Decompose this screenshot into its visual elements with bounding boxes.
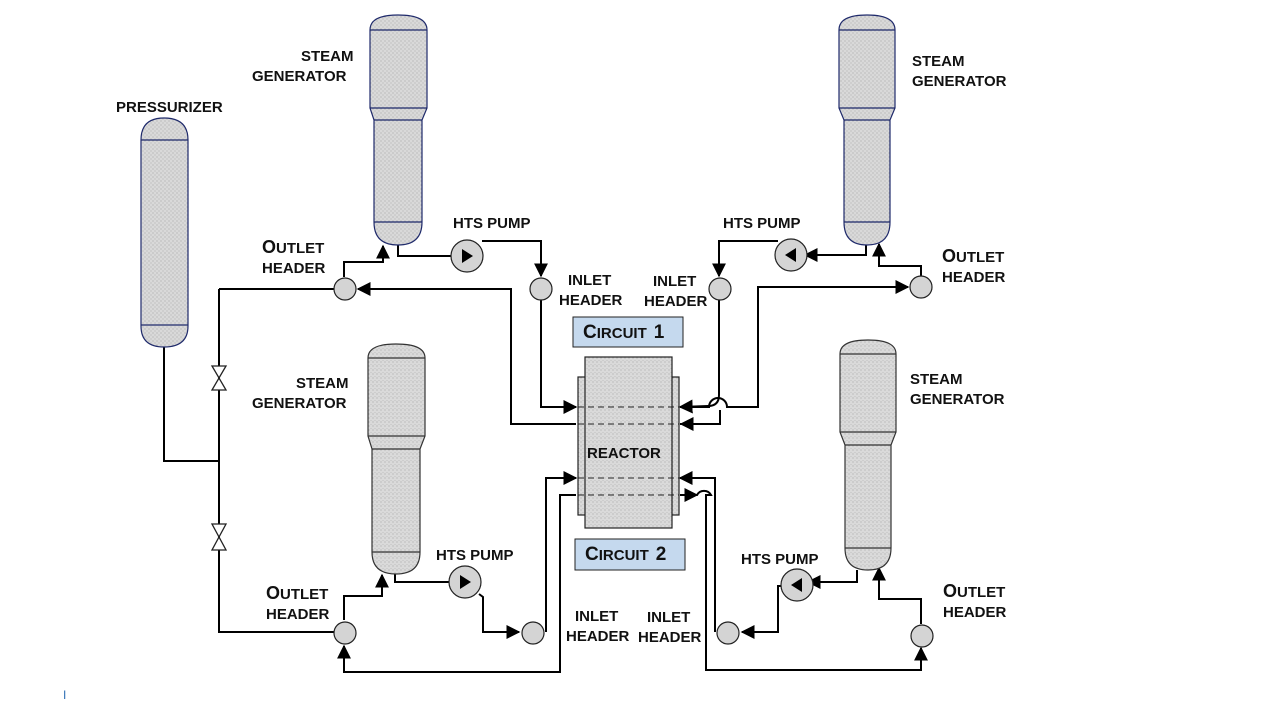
outlet-label-bottom-right: OUTLET <box>943 581 1005 601</box>
inlet-label-top-right: INLET <box>653 273 696 290</box>
inlet-header-top-left <box>529 277 553 301</box>
outlet-label-top-left: OUTLET <box>262 237 324 257</box>
circuit-1-box <box>572 316 684 348</box>
sg-bottom-left-label-2: GENERATOR <box>252 395 347 412</box>
sg-top-left-label-2: GENERATOR <box>252 68 347 85</box>
inlet-label-bottom-right: INLET <box>647 609 690 626</box>
sg-bottom-left-label-1: STEAM <box>296 375 349 392</box>
isolation-valve-lower <box>210 523 228 551</box>
outlet-label-bottom-left: OUTLET <box>266 583 328 603</box>
isolation-valve-upper <box>210 365 228 391</box>
outlet-header-label-top-left: HEADER <box>262 260 326 277</box>
hts-pump-top-right <box>774 238 808 272</box>
outlet-header-label-top-right: HEADER <box>942 269 1006 286</box>
sg-top-left-label-1: STEAM <box>301 48 354 65</box>
outlet-header-top-left <box>333 277 357 301</box>
piping <box>163 240 928 673</box>
sg-top-right-label-2: GENERATOR <box>912 73 1007 90</box>
steam-generator-bottom-left <box>367 343 426 575</box>
inlet-header-label-top-left: HEADER <box>559 292 623 309</box>
sg-bottom-right-label-2: GENERATOR <box>910 391 1005 408</box>
steam-generator-top-left <box>369 14 428 246</box>
outlet-header-label-bottom-left: HEADER <box>266 606 330 623</box>
inlet-label-top-left: INLET <box>568 272 611 289</box>
footer-mark: I <box>63 688 66 702</box>
hts-pump-bottom-left <box>448 565 482 599</box>
steam-generator-bottom-right <box>839 339 897 571</box>
inlet-header-label-bottom-right: HEADER <box>638 629 702 646</box>
inlet-header-top-right <box>708 277 732 301</box>
reactor-label: REACTOR <box>587 445 661 462</box>
inlet-header-label-bottom-left: HEADER <box>566 628 630 645</box>
pressurizer-label: PRESSURIZER <box>116 99 223 116</box>
inlet-label-bottom-left: INLET <box>575 608 618 625</box>
pressurizer-vessel <box>140 117 189 348</box>
reactor-vessel <box>577 356 680 529</box>
hts-pump-top-left <box>450 239 484 273</box>
outlet-label-top-right: OUTLET <box>942 246 1004 266</box>
hts-pump-top-right-label: HTS PUMP <box>723 215 801 232</box>
outlet-header-bottom-left <box>333 621 357 645</box>
sg-top-right-label-1: STEAM <box>912 53 965 70</box>
hts-pump-top-left-label: HTS PUMP <box>453 215 531 232</box>
sg-bottom-right-label-1: STEAM <box>910 371 963 388</box>
outlet-header-bottom-right <box>910 624 934 648</box>
inlet-header-label-top-right: HEADER <box>644 293 708 310</box>
outlet-header-label-bottom-right: HEADER <box>943 604 1007 621</box>
hts-pump-bottom-left-label: HTS PUMP <box>436 547 514 564</box>
circuit-2-box <box>574 538 686 571</box>
hts-pump-bottom-right <box>780 568 814 602</box>
hts-pump-bottom-right-label: HTS PUMP <box>741 551 819 568</box>
inlet-header-bottom-left <box>521 621 545 645</box>
inlet-header-bottom-right <box>716 621 740 645</box>
outlet-header-top-right <box>909 275 933 299</box>
steam-generator-top-right <box>838 14 896 246</box>
